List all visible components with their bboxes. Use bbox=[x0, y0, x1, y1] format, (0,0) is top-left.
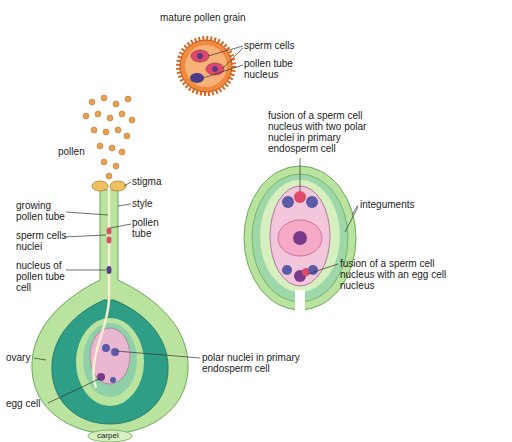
polar-nucleus bbox=[282, 196, 294, 208]
leader-line bbox=[34, 358, 46, 360]
part-label: style bbox=[132, 198, 153, 209]
pollen-dot bbox=[101, 95, 107, 101]
part-label: pollen tube bbox=[132, 217, 172, 239]
leader-line bbox=[300, 158, 301, 191]
stigma-lobe bbox=[110, 181, 126, 191]
pollen-dot bbox=[124, 133, 130, 139]
ovule-integument bbox=[76, 318, 144, 406]
embryo-sac bbox=[270, 186, 330, 286]
sperm-cell bbox=[191, 50, 209, 62]
pollen-dot bbox=[107, 115, 113, 121]
pollen-dot bbox=[129, 117, 135, 123]
leader-line bbox=[116, 351, 200, 358]
part-label: stigma bbox=[132, 176, 161, 187]
part-label: growing pollen tube bbox=[16, 200, 78, 222]
pollen-dot bbox=[101, 159, 107, 165]
stigma-lobe bbox=[92, 181, 108, 191]
part-label: carpel bbox=[97, 430, 119, 441]
synergid-nucleus bbox=[110, 377, 116, 383]
leader-line bbox=[118, 204, 131, 206]
synergid-nucleus bbox=[282, 265, 292, 275]
sperm-nucleus bbox=[197, 53, 203, 59]
grain-cytoplasm bbox=[185, 45, 227, 87]
ovule-inner bbox=[83, 323, 137, 397]
pollen-tube bbox=[93, 188, 109, 388]
leader-lines bbox=[300, 158, 358, 274]
part-label: polar nuclei in primary endosperm cell bbox=[202, 352, 326, 374]
grain-wall bbox=[180, 40, 232, 92]
pollen-dot bbox=[91, 127, 97, 133]
central-cell bbox=[278, 220, 322, 256]
polar-nucleus bbox=[306, 196, 318, 208]
egg-nucleus bbox=[97, 373, 105, 381]
part-label: pollen tube nucleus bbox=[244, 58, 306, 80]
micropyle bbox=[295, 290, 305, 312]
leader-line bbox=[308, 264, 338, 274]
tube-nucleus bbox=[190, 73, 204, 83]
leader-line bbox=[48, 379, 99, 403]
leader-line bbox=[203, 65, 243, 78]
pollen-dot bbox=[97, 143, 103, 149]
pollen-grain bbox=[178, 38, 234, 94]
part-label: sperm cells nuclei bbox=[16, 230, 74, 252]
pollen-dot bbox=[119, 111, 125, 117]
part-label: mature pollen grain bbox=[160, 12, 246, 23]
leader-line bbox=[66, 212, 108, 215]
part-label: integuments bbox=[360, 199, 414, 210]
pollen-dot bbox=[106, 173, 112, 179]
part-label: nucleus of pollen tube cell bbox=[16, 260, 82, 293]
pollen-dot bbox=[103, 129, 109, 135]
part-label: pollen bbox=[58, 146, 85, 157]
pollen-dot bbox=[95, 111, 101, 117]
leader-line bbox=[208, 46, 243, 56]
leader-line bbox=[345, 207, 358, 232]
sperm-nucleus bbox=[107, 237, 112, 244]
ovary-cavity bbox=[52, 300, 168, 424]
part-label: egg cell bbox=[6, 398, 40, 409]
sperm-nucleus bbox=[294, 191, 306, 203]
leader-line bbox=[110, 224, 131, 228]
pollen-dot bbox=[83, 113, 89, 119]
carpel-base bbox=[88, 430, 132, 442]
pollen-dot bbox=[113, 101, 119, 107]
sperm-cell bbox=[206, 63, 224, 75]
pollen-dot bbox=[119, 149, 125, 155]
sperm-nucleus bbox=[107, 228, 112, 235]
pollen-dots bbox=[83, 95, 135, 179]
part-label: sperm cells bbox=[244, 40, 295, 51]
polar-nucleus bbox=[111, 348, 119, 356]
grain-spikes bbox=[178, 38, 234, 94]
leader-line bbox=[124, 182, 131, 186]
leader-line bbox=[66, 270, 106, 271]
polar-nucleus bbox=[102, 344, 110, 352]
nucellus bbox=[260, 180, 340, 292]
leader-line bbox=[223, 48, 243, 68]
pollen-dot bbox=[109, 145, 115, 151]
tube-nucleus bbox=[107, 266, 112, 274]
leader-lines bbox=[203, 46, 243, 78]
part-label: fusion of a sperm cell nucleus with an e… bbox=[340, 258, 452, 291]
central-nucleus bbox=[293, 231, 307, 245]
pollen-dot bbox=[113, 163, 119, 169]
leader-line bbox=[64, 235, 106, 237]
inner-integument bbox=[252, 174, 348, 302]
pollen-dot bbox=[115, 127, 121, 133]
pollen-dot bbox=[125, 96, 131, 102]
part-label: fusion of a sperm cell nucleus with two … bbox=[268, 110, 386, 154]
pollen-dot bbox=[89, 99, 95, 105]
part-label: ovary bbox=[6, 352, 30, 363]
sperm-nucleus bbox=[212, 66, 218, 72]
